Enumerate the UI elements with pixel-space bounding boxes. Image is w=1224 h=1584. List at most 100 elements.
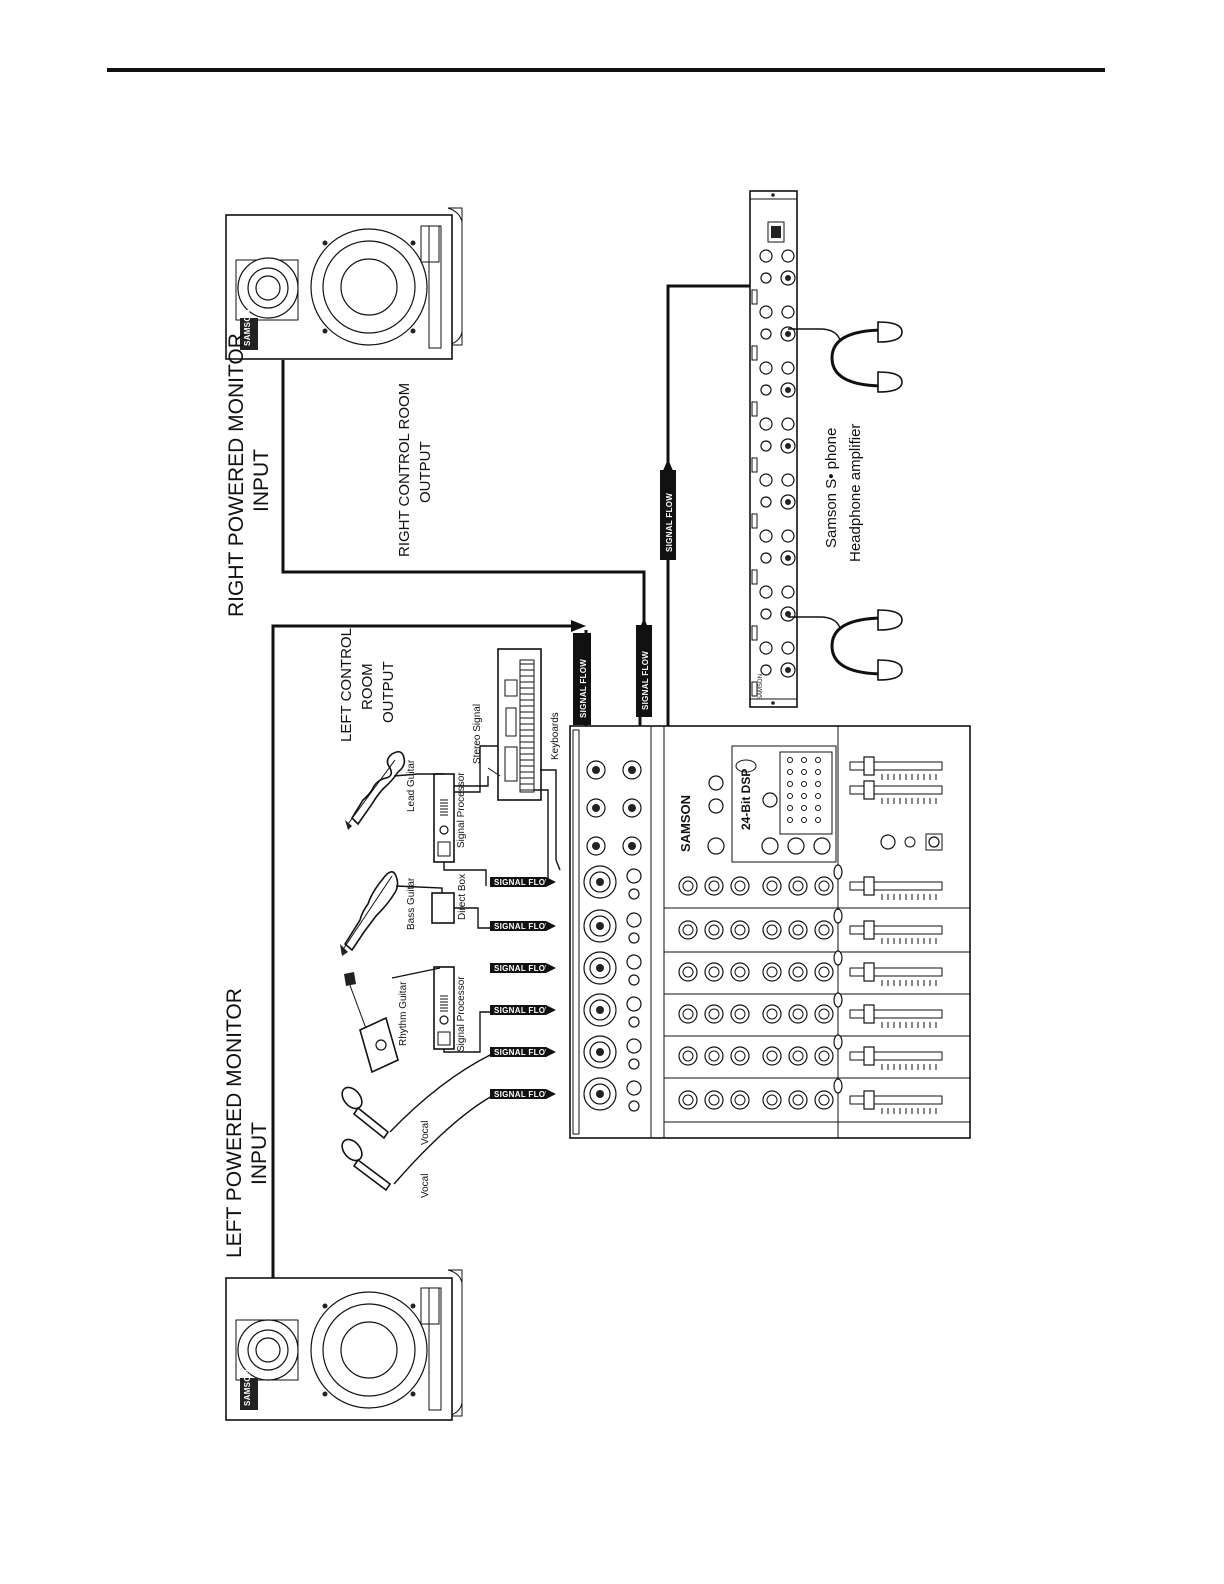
master-led [801, 805, 807, 811]
vocal-label-2: Vocal [420, 1174, 431, 1198]
signal-flow-tag-bg [490, 877, 546, 887]
bass-guitar-label: Bass Guitar [406, 877, 417, 930]
signal-flow-tag: SIGNAL FLOW [494, 878, 553, 887]
fader-cap [863, 962, 875, 982]
channel-knob-cap [818, 1008, 830, 1020]
signal-flow-arrow [546, 877, 556, 887]
channel-knob [788, 1004, 808, 1024]
fader-track [849, 881, 943, 891]
hp-jack-center [785, 443, 791, 449]
channel-knob-cap [766, 1008, 778, 1020]
channel-knob [678, 1046, 698, 1066]
xlr-input-center [596, 922, 604, 930]
direct-box: Direct Box [431, 874, 468, 924]
mixer: SAMSON 24-Bit DSP [569, 725, 971, 1139]
fader-cap [863, 1004, 875, 1024]
channel-knob-cap [682, 880, 694, 892]
headphone-amp-brand: SAMSON [758, 674, 764, 700]
hp-label-box [751, 289, 758, 305]
direct-box-label: Direct Box [457, 874, 468, 920]
signal-flow-tag: SIGNAL FLOW [579, 659, 588, 718]
channel-knob [814, 876, 834, 896]
channel-button [833, 1078, 843, 1094]
channel-knob-cap [792, 924, 804, 936]
master-fader-track [849, 785, 943, 795]
channel-knob-cap [766, 924, 778, 936]
line-input [628, 1058, 640, 1070]
channel-knob [678, 1090, 698, 1110]
hp-jack [760, 496, 772, 508]
channel-knob [704, 920, 724, 940]
right-monitor-input-label: RIGHT POWERED MONITOR [225, 333, 248, 617]
instrument-wires [389, 745, 561, 1185]
channel-knob [678, 876, 698, 896]
channel-knob [730, 920, 750, 940]
hp-jack [760, 384, 772, 396]
channel-knob [762, 1004, 782, 1024]
xlr-input-center [596, 1048, 604, 1056]
signal-processor-rhythm: Signal Processor [433, 966, 467, 1052]
channel-knob-cap [708, 1050, 720, 1062]
channel-knob [762, 1046, 782, 1066]
master-led [787, 805, 793, 811]
header-rule [107, 68, 1105, 72]
hp-jack [760, 664, 772, 676]
line-input [628, 932, 640, 944]
fader-track [849, 925, 943, 935]
hp-jack-center [785, 275, 791, 281]
channel-knob-cap [682, 1008, 694, 1020]
right-control-room-label-line2: OUTPUT [417, 441, 434, 503]
channel-knob-cap [708, 880, 720, 892]
channel-knob [730, 1090, 750, 1110]
signal-flow-tag-bg [490, 921, 546, 931]
channel-button [833, 950, 843, 966]
lead-guitar: Lead Guitar [345, 750, 417, 830]
channel-knob [788, 876, 808, 896]
left-monitor-brand: SAMSON [243, 1369, 252, 1406]
channel-knob-cap [734, 1094, 746, 1106]
left-monitor-input-label: LEFT POWERED MONITOR [223, 988, 246, 1258]
hp-knob [781, 585, 795, 599]
channel-knob [814, 920, 834, 940]
left-monitor-input-label-line2: INPUT [248, 1122, 271, 1185]
hp-jack-center [785, 611, 791, 617]
channel-knob-cap [734, 1008, 746, 1020]
hp-label-box [751, 513, 758, 529]
master-led [801, 757, 807, 763]
channel-knob [730, 1004, 750, 1024]
headphone-feed-cable [666, 284, 750, 840]
signal-processor-label: Signal Processor [456, 772, 467, 848]
xlr-input-center [596, 1090, 604, 1098]
left-control-room-label-line2: ROOM [359, 663, 376, 710]
master-led [787, 817, 793, 823]
channel-knob-cap [708, 1094, 720, 1106]
channel-knob-cap [734, 966, 746, 978]
left-control-room-label: LEFT CONTROL [338, 628, 355, 742]
channel-knob-cap [766, 1050, 778, 1062]
fader-cap [863, 920, 875, 940]
channel-knob-cap [818, 1050, 830, 1062]
hp-label-box [751, 401, 758, 417]
hp-label-box [751, 345, 758, 361]
channel-knob-cap [682, 966, 694, 978]
hp-label-box [751, 569, 758, 585]
channel-knob [788, 962, 808, 982]
channel-button [833, 1034, 843, 1050]
channel-knob-cap [766, 1094, 778, 1106]
master-fader-cap [863, 756, 875, 776]
right-monitor-input-label-line2: INPUT [250, 449, 273, 512]
hp-jack [760, 328, 772, 340]
signal-flow-tag-bg [490, 1047, 546, 1057]
channel-knob [788, 920, 808, 940]
hp-knob [759, 249, 773, 263]
channel-knob-cap [792, 880, 804, 892]
channel-knob [678, 1004, 698, 1024]
xlr-input-center [596, 964, 604, 972]
hp-label-box [751, 681, 758, 697]
gain-knob [626, 1080, 642, 1096]
line-input [628, 1016, 640, 1028]
channel-knob-cap [708, 966, 720, 978]
signal-flow-arrow [546, 963, 556, 973]
master-led [787, 757, 793, 763]
